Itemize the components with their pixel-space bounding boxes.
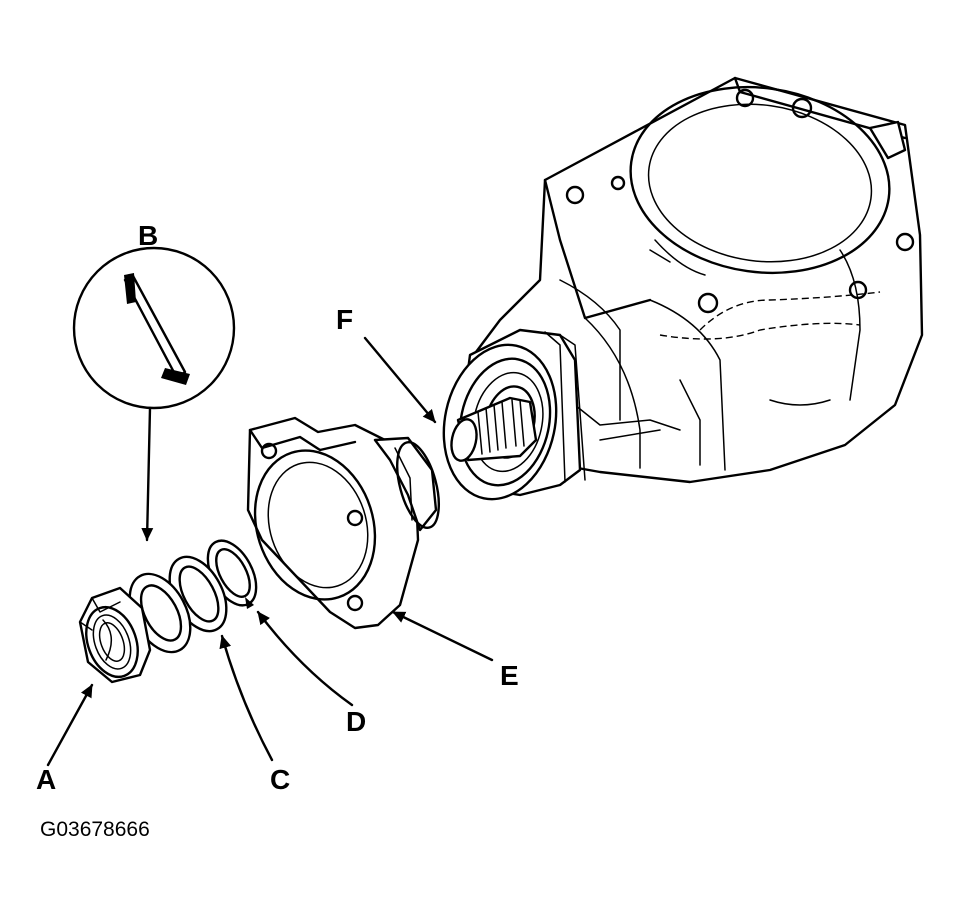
callout-c: C — [270, 764, 291, 795]
detail-circle-b — [72, 246, 236, 410]
callout-f: F — [336, 304, 354, 335]
arrow-e — [391, 610, 494, 662]
callout-e: E — [500, 660, 519, 691]
nut-part — [78, 586, 152, 684]
arrow-b — [141, 406, 154, 542]
arrow-f — [363, 336, 437, 424]
leader-arrows — [46, 336, 494, 767]
arrow-a — [46, 683, 94, 767]
figure-id: G03678666 — [40, 818, 150, 841]
gear-housing — [442, 76, 924, 501]
callout-d: D — [346, 706, 367, 737]
callout-a: A — [36, 764, 57, 795]
flange-cover-part — [246, 416, 440, 630]
arrow-c — [219, 634, 274, 762]
arrow-d — [256, 610, 354, 707]
callout-b: B — [138, 220, 159, 251]
